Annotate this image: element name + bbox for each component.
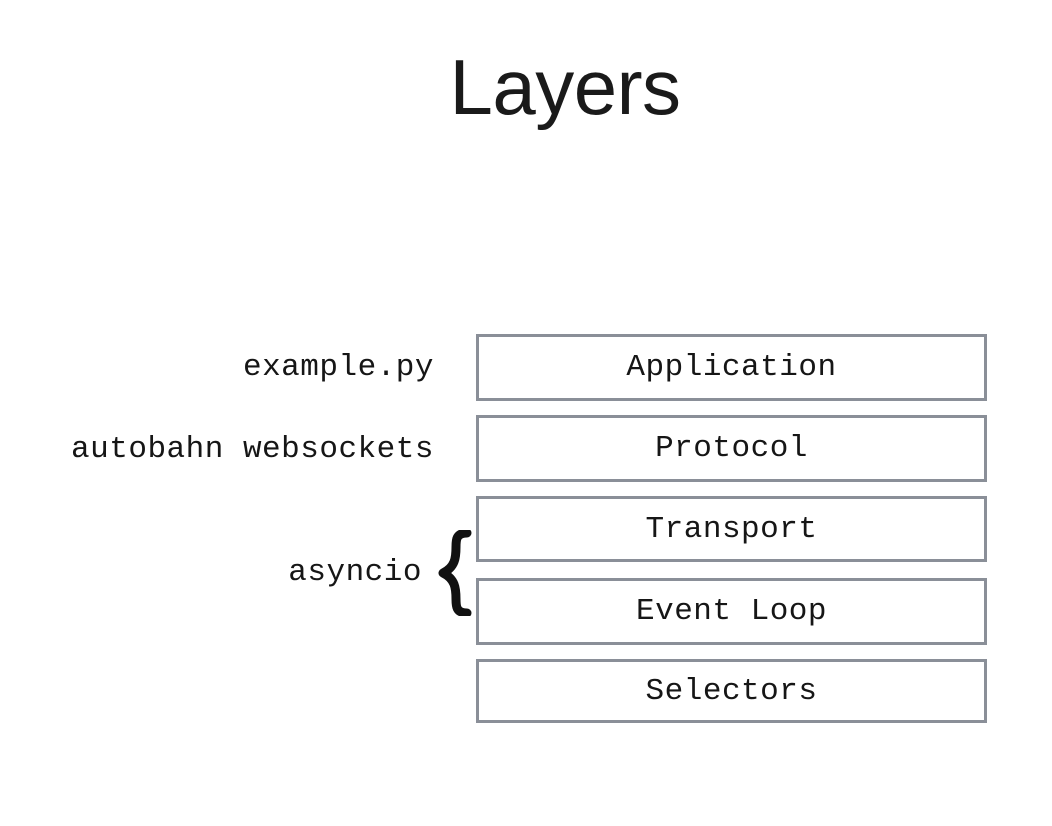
annotation-label-asyncio: asyncio [288,554,422,590]
asyncio-annotation-group: asyncio [0,530,476,616]
layer-box-label: Application [626,350,837,385]
annotation-label-autobahn-websockets: autobahn websockets [71,432,434,467]
layer-box-label: Selectors [645,673,818,709]
curly-brace-left-icon [436,530,472,616]
layer-box-label: Event Loop [635,594,828,629]
layer-box-application: Application [476,334,987,401]
page-title: Layers [449,43,681,131]
layer-box-protocol: Protocol [476,415,987,482]
layer-box-label: Protocol [655,431,808,466]
layer-box-transport: Transport [476,496,987,562]
layer-box-label: Transport [645,511,818,547]
layer-box-selectors: Selectors [476,659,987,723]
annotation-label-example-py: example.py [242,350,434,385]
layer-box-event-loop: Event Loop [476,578,987,645]
